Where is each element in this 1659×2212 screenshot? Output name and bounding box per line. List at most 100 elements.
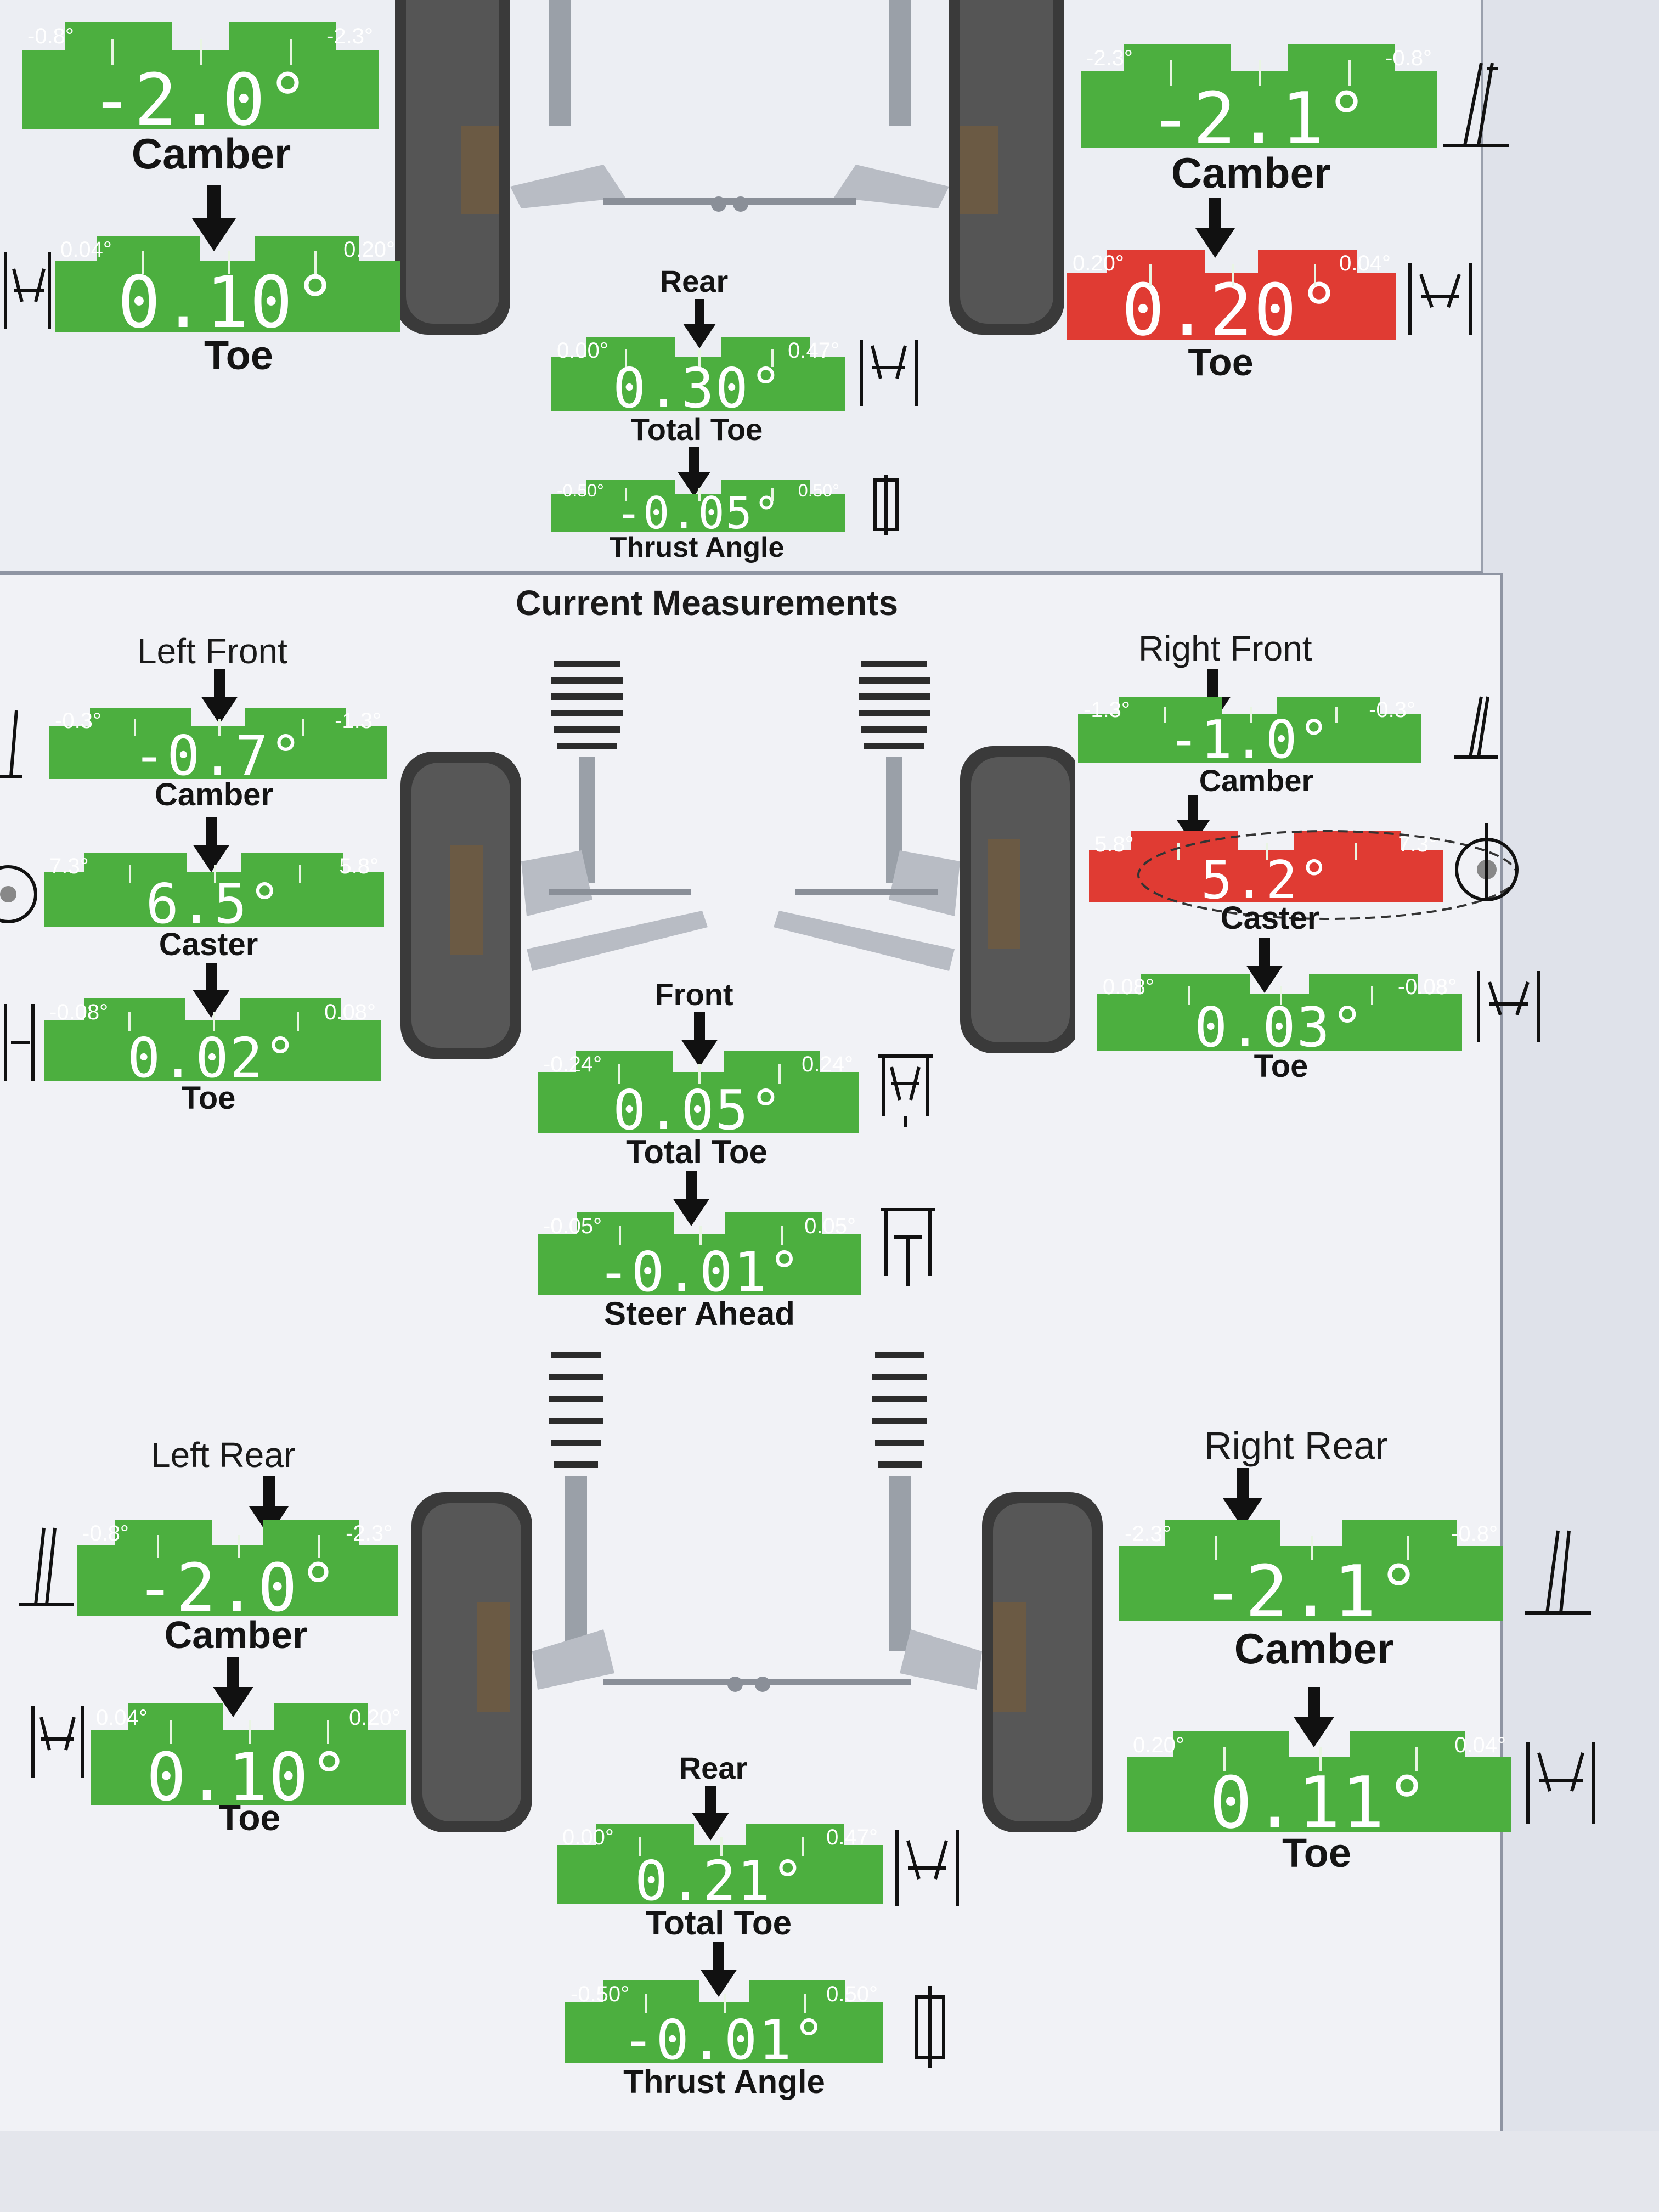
gauge-range-band [749,1980,845,2005]
gauge-tick [1249,707,1252,723]
gauge-range-band [576,1212,674,1237]
rear-total-toe-gauge: 0.00° 0.47° 0.21° [557,1824,883,1908]
wheel-label-left-rear: Left Rear [151,1435,296,1475]
camber-diagram-icon [0,710,22,778]
gauge-range-band [245,708,347,729]
gauge-tick [111,39,114,65]
section-title: Current Measurements [516,583,899,623]
prev-right-camber-gauge: -2.3° -0.8° -2.1° [1081,44,1437,154]
range-min: 0.04° [96,1705,148,1730]
gauge-tick [802,1837,804,1856]
gauge-range-band [1131,831,1238,853]
gauge-tick [228,251,230,274]
gauge-range-band [84,998,186,1023]
range-min: 5.8° [1094,832,1134,856]
gauge-tick [804,1994,806,2013]
gauge-range-band [96,236,200,265]
gauge-range-band [1342,1520,1457,1550]
gauge-tick [141,251,144,274]
gauge-tick [1407,1536,1409,1560]
gauge-tick [214,865,216,883]
gauge-tick [157,1535,160,1558]
arrow-down-icon [673,1171,710,1226]
measurement-value: 0.20° [1121,268,1342,352]
gauge-range-band [596,1824,694,1848]
gauge-range-band [1173,1731,1289,1762]
lf-toe-gauge: -0.08° 0.08° 0.02° [44,998,381,1086]
gauge-tick [317,1535,320,1558]
gauge-tick [698,349,701,367]
gauge-range-band [1165,1520,1280,1550]
measurement-value: -0.7° [132,723,304,788]
range-max: -2.3° [346,1521,392,1546]
gauge-range-band [746,1824,844,1848]
lf-caster-gauge: 7.3° 5.8° 6.5° [44,853,384,932]
gauge-tick [1188,986,1191,1005]
range-max: 0.20° [343,238,395,262]
gauge-range-band [1288,44,1395,75]
rr-camber-gauge: -2.3° -0.8° -2.1° [1119,1520,1503,1627]
gauge-tick [200,39,202,65]
lf-camber-gauge: -0.3° -1.3° -0.7° [49,708,387,783]
rr-toe-gauge: 0.20° 0.04° 0.11° [1127,1731,1511,1838]
rf-camber-gauge: -1.3° -0.3° -1.0° [1078,697,1421,766]
gauge-tick [248,1719,251,1744]
measurement-value: 0.10° [117,260,338,344]
gauge-tick [302,719,305,736]
measurement-value: -0.01° [597,1240,802,1304]
arrow-down-icon [249,1476,289,1536]
measurement-label: Camber [1171,149,1331,197]
gauge-tick [1215,1536,1217,1560]
gauge-range-band [241,853,343,876]
total-toe-diagram-icon [860,340,918,406]
gauge-tick [724,1994,726,2013]
range-min: -1.3° [1084,697,1130,722]
arrow-down-icon [1246,938,1283,993]
measurement-value: -2.0° [135,1550,340,1627]
range-max: -1.3° [335,708,381,733]
range-min: -0.08° [49,1000,109,1024]
range-min: 0.00° [557,338,608,363]
gauge-range-band [603,1980,699,2005]
measurement-value: 0.05° [612,1078,784,1142]
gauge-range-band [255,236,359,265]
gauge-tick [129,865,131,883]
total-toe-diagram-icon [895,1830,959,1906]
arrow-down-icon [193,817,230,872]
range-max: -0.8° [1451,1521,1498,1546]
arrow-down-icon [1222,1468,1263,1528]
gauge-tick [237,1535,240,1558]
gauge-range-band [724,1051,820,1075]
range-max: 0.50° [826,1982,878,2006]
camber-diagram-icon [1525,1530,1591,1615]
gauge-tick [771,349,774,367]
gauge-tick [1149,264,1152,286]
wheel-label-right-front: Right Front [1138,629,1312,668]
gauge-tick [1314,264,1316,286]
gauge-tick [1319,1747,1322,1771]
gauge-tick [169,1719,172,1744]
measurement-value: 0.10° [146,1740,351,1816]
range-max: 0.08° [324,1000,376,1024]
total-toe-diagram-icon [878,1054,933,1127]
arrow-down-icon [192,185,236,251]
gauge-tick [128,1012,131,1031]
range-max: 0.50° [798,480,839,500]
toe-diagram-icon [31,1706,84,1778]
arrow-down-icon [692,1786,729,1841]
rear-thrust-angle-gauge: -0.50° 0.50° -0.01° [565,1980,883,2068]
axle-label: Front [654,977,733,1012]
toe-diagram-icon [4,1004,35,1081]
measurement-label: Camber [131,129,291,178]
gauge-range-band [1350,1731,1465,1762]
gauge-range-band [273,1703,368,1734]
camber-diagram-icon [1454,696,1498,759]
gauge-tick [1354,842,1357,860]
gauge-range-band [1308,974,1419,997]
measurement-label: Toe [204,332,274,378]
gauge-tick [645,1994,647,2013]
arrow-down-icon [683,299,716,348]
gauge-tick [1335,707,1338,723]
caster-diagram-icon [0,865,37,923]
gauge-tick [1311,1536,1313,1560]
